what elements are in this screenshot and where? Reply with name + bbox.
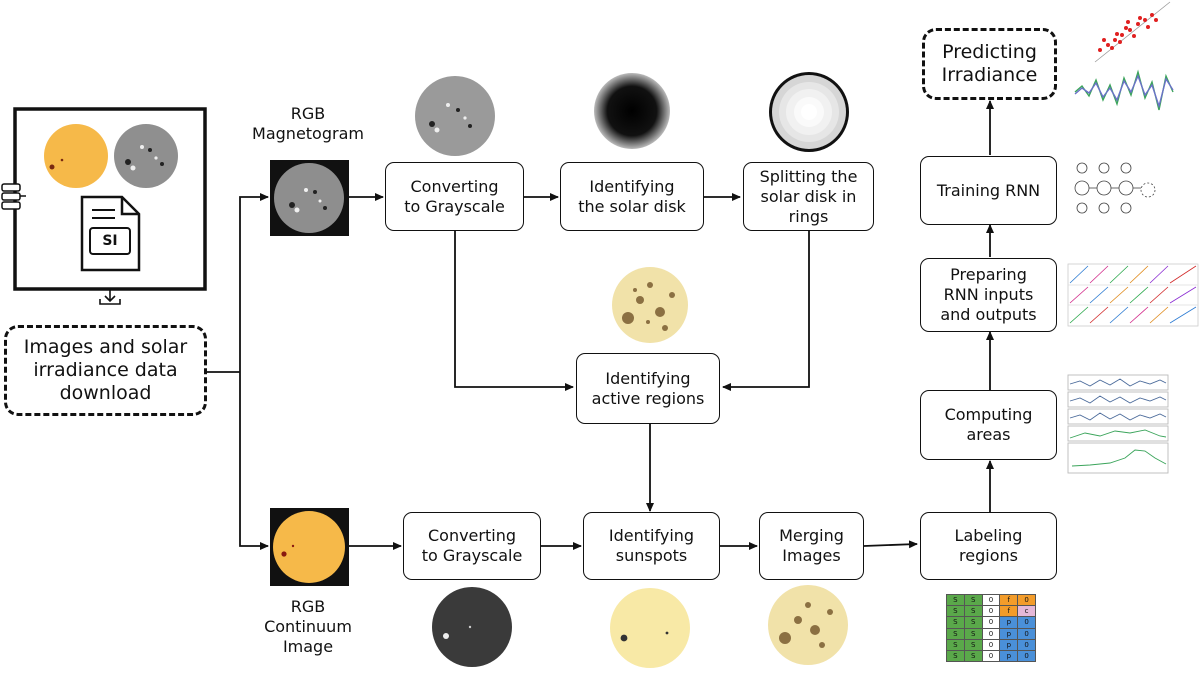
label-table-cell: 0	[1018, 595, 1035, 606]
step-identifying-sunspots: Identifying sunspots	[583, 512, 720, 580]
label-table-cell: f	[1000, 606, 1018, 617]
label-table-cell: p	[1000, 639, 1018, 650]
label-table-cell: p	[1000, 628, 1018, 639]
step-computing-areas: Computing areas	[920, 390, 1057, 460]
rnn-diagram	[1074, 162, 1156, 214]
step-preparing-rnn: Preparing RNN inputs and outputs	[920, 258, 1057, 332]
label-table-cell: S	[964, 639, 982, 650]
step-identifying-solar-disk: Identifying the solar disk	[560, 162, 704, 231]
rgb-magnetogram-label: RGB Magnetogram	[252, 104, 364, 143]
step-identifying-active-regions: Identifying active regions	[576, 353, 720, 424]
sun-continuum-thumb	[44, 124, 108, 188]
label-table-cell: S	[964, 595, 982, 606]
label-table-cell: 0	[1018, 639, 1035, 650]
download-box: Images and solar irradiance data downloa…	[4, 325, 207, 416]
label-table-cell: S	[947, 606, 964, 617]
merged-thumb	[768, 585, 848, 665]
label-table-cell: S	[947, 617, 964, 628]
active-regions-thumb	[612, 267, 688, 343]
step-converting-grayscale-bottom: Converting to Grayscale	[403, 512, 541, 580]
sun-magnetogram-thumb	[114, 124, 178, 188]
label-table-cell: 0	[1018, 617, 1035, 628]
step-splitting-rings: Splitting the solar disk in rings	[743, 162, 874, 231]
connector-to-magnetogram	[239, 193, 269, 372]
label-table-cell: 0	[1018, 650, 1035, 661]
arrow-rings-to-active	[722, 231, 810, 391]
si-text: SI	[102, 233, 118, 249]
label-table-cell: S	[964, 650, 982, 661]
rnn-inputs-plot	[1067, 263, 1199, 327]
label-table-cell: S	[947, 595, 964, 606]
label-table-cell: 0	[982, 606, 1000, 617]
step-training-rnn: Training RNN	[920, 156, 1057, 225]
prediction-line-plot	[1074, 69, 1174, 111]
solar-disk-thumb	[594, 73, 670, 149]
label-table-cell: S	[964, 617, 982, 628]
arrow-merge-to-label	[863, 540, 918, 549]
server-icon	[1, 183, 26, 210]
label-table-cell: 0	[982, 617, 1000, 628]
label-table-cell: S	[947, 650, 964, 661]
label-table-cell: S	[947, 639, 964, 650]
label-table-cell: 0	[982, 650, 1000, 661]
grayscale-magnetogram-thumb	[415, 76, 495, 156]
label-table-cell: c	[1018, 606, 1035, 617]
label-table-cell: 0	[1018, 628, 1035, 639]
label-table-cell: p	[1000, 617, 1018, 628]
label-table-cell: S	[947, 628, 964, 639]
label-table-cell: S	[964, 606, 982, 617]
si-file-icon	[80, 195, 141, 272]
label-table-cell: 0	[982, 628, 1000, 639]
sunspots-thumb	[610, 588, 690, 668]
label-table-cell: 0	[982, 595, 1000, 606]
arrow-gray-to-active	[454, 231, 574, 391]
step-merging-images: Merging Images	[759, 512, 864, 580]
grayscale-continuum-thumb	[432, 587, 512, 667]
rgb-continuum-label: RGB Continuum Image	[264, 597, 352, 656]
label-table-cell: S	[964, 628, 982, 639]
areas-time-series-plot	[1067, 374, 1169, 474]
step-converting-grayscale-top: Converting to Grayscale	[385, 162, 524, 231]
label-table-cell: f	[1000, 595, 1018, 606]
step-labeling-regions: Labeling regions	[920, 512, 1057, 580]
prediction-scatter-plot	[1094, 1, 1171, 63]
download-icon	[99, 289, 121, 305]
step-predicting-irradiance: Predicting Irradiance	[922, 28, 1057, 100]
connector-to-continuum	[239, 372, 269, 550]
label-table-cell: 0	[982, 639, 1000, 650]
label-table-cell: p	[1000, 650, 1018, 661]
rings-thumb	[769, 72, 849, 152]
